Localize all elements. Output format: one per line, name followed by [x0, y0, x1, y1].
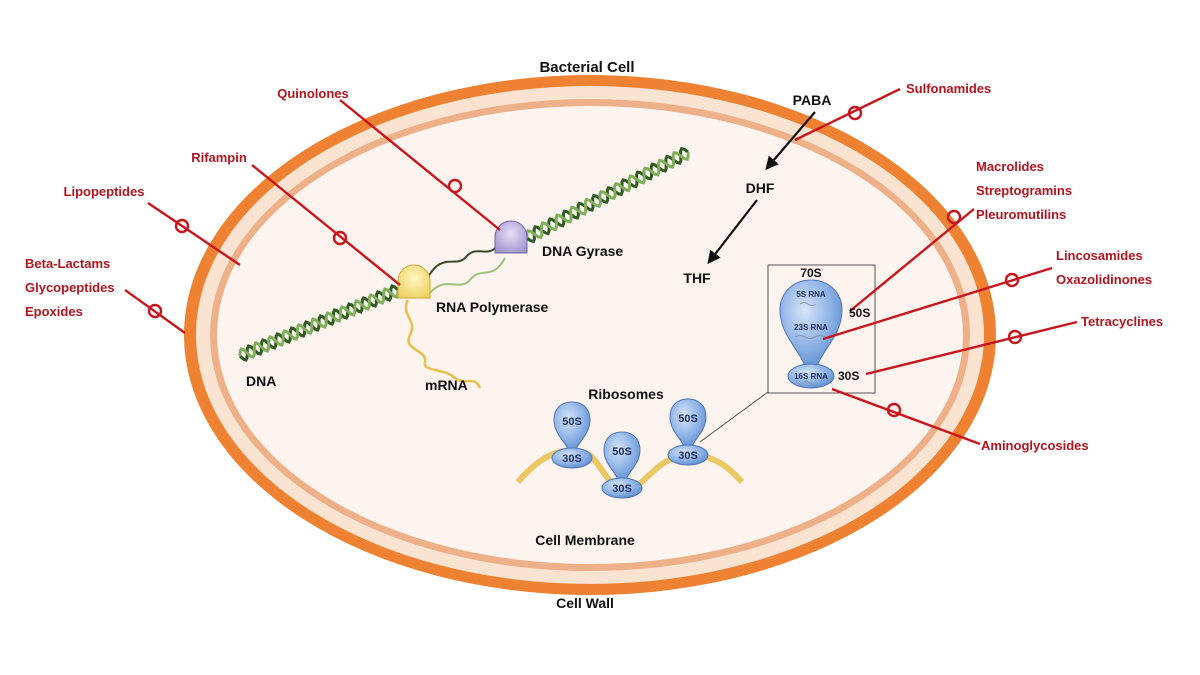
antibiotic-beta-lactams: Beta-Lactams: [25, 256, 110, 271]
rna-polymerase-shape: [397, 264, 431, 299]
large-subunit: [603, 431, 641, 481]
antibiotic-quinolones: Quinolones: [277, 86, 349, 101]
inhibitor-line: [831, 387, 981, 446]
rna-16s-label: 16S RNA: [794, 372, 828, 381]
inhibitor-line: [251, 164, 401, 286]
inhibition-icon: [447, 178, 463, 194]
ribosomes-label: Ribosomes: [588, 386, 664, 402]
inhibitor-line: [147, 202, 241, 266]
unwound-strand-light: [429, 257, 506, 294]
antibiotic-epoxides: Epoxides: [25, 304, 83, 319]
ribosome-unit: 50S 30S: [667, 398, 709, 466]
rifampin-inhibitor: [251, 164, 401, 286]
inhibition-icon: [147, 303, 163, 319]
ribosome-unit: 50S 30S: [551, 401, 593, 469]
cytoplasm: [217, 106, 963, 564]
small-subunit-label: 30S: [678, 450, 698, 462]
thf-label: THF: [683, 270, 711, 286]
dna-gyrase-label: DNA Gyrase: [542, 243, 623, 259]
tetracyclines-inhibitor: [865, 320, 1078, 376]
inhibition-icon: [1004, 272, 1020, 288]
mrna-label: mRNA: [425, 377, 468, 393]
dna-strand: [525, 150, 690, 240]
small-subunit-detail: [787, 363, 835, 389]
large-subunit: [553, 401, 591, 451]
large-subunit-label: 50S: [678, 413, 698, 425]
diagram-title: Bacterial Cell: [539, 59, 634, 76]
inhibition-icon: [174, 218, 190, 234]
unwound-strand-dark: [424, 241, 501, 284]
antibiotic-lincosamides: Lincosamides: [1056, 248, 1143, 263]
aminoglycosides-inhibitor: [831, 387, 981, 446]
ribosome-30s-label: 30S: [838, 369, 859, 383]
quinolones-inhibitor: [339, 99, 501, 231]
large-subunit-label: 50S: [562, 416, 582, 428]
ribosome-chain: 50S 30S 50S 30S 50S 30S: [551, 398, 709, 499]
inhibitor-line: [822, 266, 1053, 341]
inhibition-icon: [1007, 329, 1023, 345]
ribosome-70s-label: 70S: [800, 266, 821, 280]
rna-squiggle: [794, 335, 826, 339]
antibiotic-pleuromutilins: Pleuromutilins: [976, 207, 1066, 222]
antibiotic-lipopeptides: Lipopeptides: [64, 184, 145, 199]
sulfonamides-inhibitor: [794, 87, 901, 142]
ribosome-unit: 50S 30S: [601, 431, 643, 499]
inhibitor-line: [849, 208, 975, 312]
inhibition-icon: [886, 402, 902, 418]
small-subunit-label: 30S: [562, 453, 582, 465]
inhibition-icon: [332, 230, 348, 246]
dna-gyrase-shape: [494, 220, 528, 254]
antibiotic-sulfonamides: Sulfonamides: [906, 81, 991, 96]
rna-polymerase-label: RNA Polymerase: [436, 299, 549, 315]
paba-label: PABA: [793, 92, 832, 108]
dna-label: DNA: [246, 373, 276, 389]
antibiotic-aminoglycosides: Aminoglycosides: [981, 438, 1089, 453]
small-subunit: [601, 477, 643, 499]
dna-strand: [238, 287, 400, 359]
paba-to-dhf-arrow: [765, 111, 816, 171]
lincosamides-inhibitor: [822, 266, 1053, 341]
inhibitor-line: [794, 87, 901, 142]
inhibitor-line: [865, 320, 1078, 376]
callout-line: [699, 391, 769, 443]
antibiotic-targets: [124, 87, 1078, 446]
antibiotic-glycopeptides: Glycopeptides: [25, 280, 115, 295]
cell-wall-label: Cell Wall: [556, 595, 614, 611]
cell-wall-inhibitor: [124, 289, 186, 334]
rna-5s-label: 5S RNA: [796, 290, 826, 299]
dhf-label: DHF: [746, 180, 775, 196]
dna-helix: [238, 147, 690, 362]
dhf-to-thf-arrow: [707, 199, 758, 265]
ribosome-detail-panel: [767, 264, 876, 394]
large-subunit-detail: [779, 279, 843, 368]
rna-23s-label: 23S RNA: [794, 323, 828, 332]
macrolides-inhibitor: [849, 208, 975, 312]
small-subunit-label: 30S: [612, 483, 632, 495]
rna-squiggle: [799, 302, 817, 306]
antibiotic-tetracyclines: Tetracyclines: [1081, 314, 1163, 329]
inhibitor-line: [339, 99, 501, 231]
cell-body: [184, 75, 996, 595]
ribosome-50s-label: 50S: [849, 306, 870, 320]
small-subunit: [667, 444, 709, 466]
rna-squiggle: [801, 381, 819, 385]
inhibitor-line: [124, 289, 186, 334]
lipopeptides-inhibitor: [147, 202, 241, 266]
antibiotic-oxazolidinones: Oxazolidinones: [1056, 272, 1152, 287]
cell-membrane-label: Cell Membrane: [535, 532, 635, 548]
large-subunit: [669, 398, 707, 448]
antibiotic-macrolides: Macrolides: [976, 159, 1044, 174]
inhibition-icon: [847, 105, 863, 121]
antibiotic-rifampin: Rifampin: [191, 150, 247, 165]
mrna-strand: [404, 299, 482, 389]
inhibition-icon: [946, 209, 962, 225]
large-subunit-label: 50S: [612, 446, 632, 458]
small-subunit: [551, 447, 593, 469]
antibiotic-streptogramins: Streptogramins: [976, 183, 1072, 198]
